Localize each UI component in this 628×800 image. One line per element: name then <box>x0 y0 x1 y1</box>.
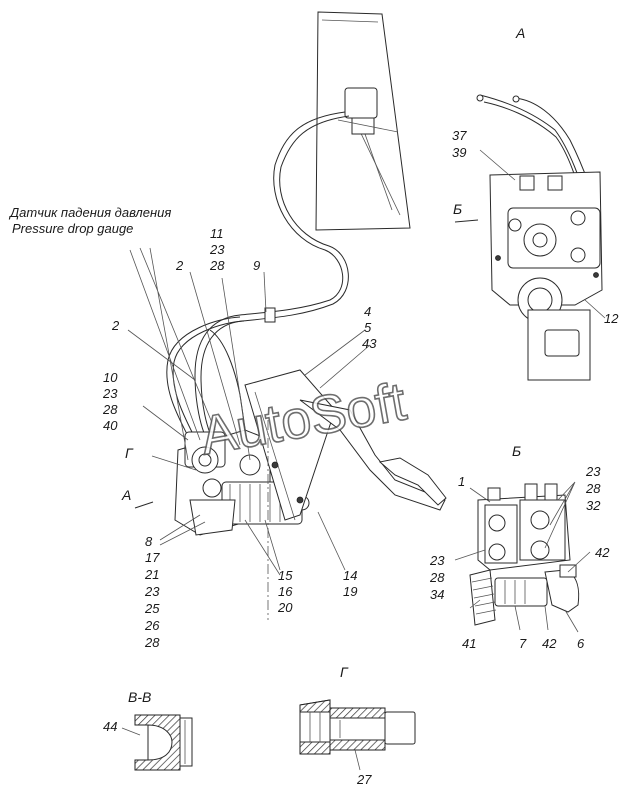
callout-28-d: 28 <box>585 481 601 496</box>
labels: Датчик падения давления Pressure drop ga… <box>8 25 619 787</box>
callout-14: 14 <box>343 568 357 583</box>
callout-19: 19 <box>343 584 357 599</box>
callout-42-right: 42 <box>595 545 610 560</box>
callout-6: 6 <box>577 636 585 651</box>
callout-37: 37 <box>452 128 467 143</box>
callout-43: 43 <box>362 336 377 351</box>
callout-28-e: 28 <box>429 570 445 585</box>
view-a-arrow-label: А <box>121 487 131 503</box>
callout-40: 40 <box>103 418 118 433</box>
callout-12: 12 <box>604 311 619 326</box>
view-b-arrow-label: Б <box>453 201 462 217</box>
callout-42-bottom: 42 <box>542 636 557 651</box>
section-vv-caption: В-В <box>128 689 151 705</box>
callout-2-top: 2 <box>175 258 184 273</box>
callout-17: 17 <box>145 550 160 565</box>
callout-16: 16 <box>278 584 293 599</box>
section-g <box>299 699 416 755</box>
callout-7: 7 <box>519 636 527 651</box>
view-a-caption: А <box>515 25 525 41</box>
view-g-label: Г <box>125 445 134 461</box>
section-g-caption: Г <box>340 664 349 680</box>
callout-9: 9 <box>253 258 260 273</box>
callout-34: 34 <box>430 587 444 602</box>
callout-39: 39 <box>452 145 466 160</box>
valve-assembly <box>174 369 447 536</box>
callout-1: 1 <box>458 474 465 489</box>
leader-lines <box>121 149 606 771</box>
callout-4: 4 <box>364 304 371 319</box>
callout-10: 10 <box>103 370 118 385</box>
callout-27: 27 <box>356 772 372 787</box>
gauge-label-ru: Датчик падения давления <box>8 205 171 220</box>
callout-5: 5 <box>364 320 372 335</box>
callout-28: 28 <box>209 258 225 273</box>
pedal-column <box>315 11 411 231</box>
callout-44: 44 <box>103 719 117 734</box>
view-a <box>476 94 603 381</box>
callout-28-b: 28 <box>102 402 118 417</box>
gauge-label-en: Pressure drop gauge <box>12 221 133 236</box>
callout-23: 23 <box>209 242 225 257</box>
callout-26: 26 <box>144 618 160 633</box>
callout-23-e: 23 <box>429 553 445 568</box>
callout-25: 25 <box>144 601 160 616</box>
callout-15: 15 <box>278 568 293 583</box>
callout-41: 41 <box>462 636 476 651</box>
section-vv <box>134 714 193 771</box>
callout-23-c: 23 <box>144 584 160 599</box>
callout-20: 20 <box>277 600 293 615</box>
view-b <box>469 483 580 626</box>
callout-8: 8 <box>145 534 153 549</box>
callout-21: 21 <box>144 567 159 582</box>
callout-2-left: 2 <box>111 318 120 333</box>
callout-11: 11 <box>210 226 224 241</box>
callout-28-c: 28 <box>144 635 160 650</box>
view-b-caption: Б <box>512 443 521 459</box>
callout-23-b: 23 <box>102 386 118 401</box>
callout-23-d: 23 <box>585 464 601 479</box>
callout-32: 32 <box>586 498 601 513</box>
